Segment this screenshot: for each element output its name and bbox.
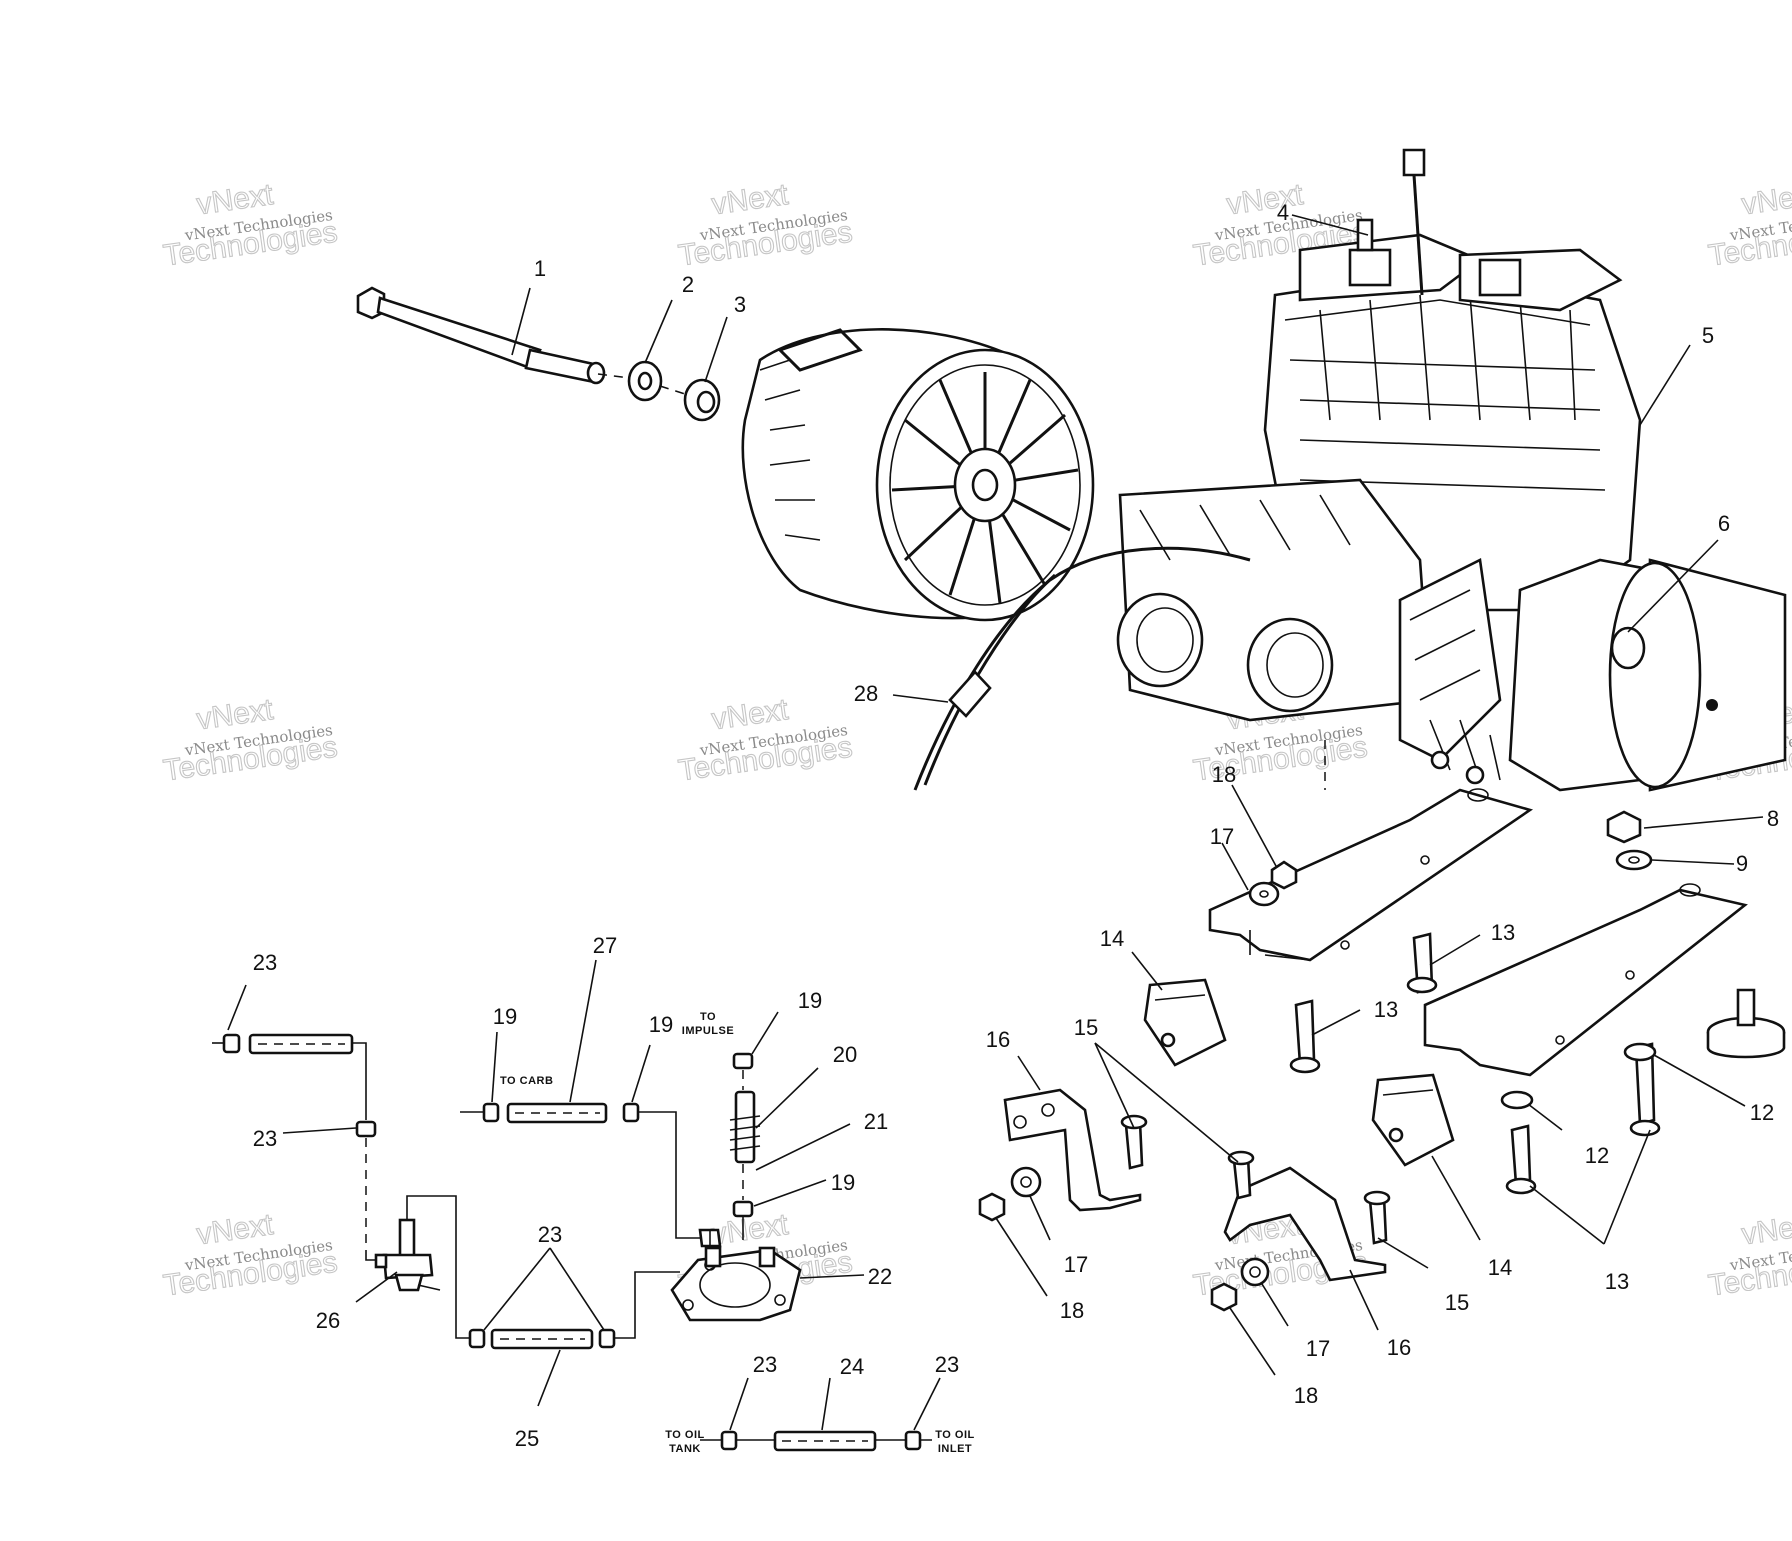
fuel-valve — [374, 1218, 441, 1292]
callout-17: 17 — [1306, 1336, 1330, 1361]
mount-bracket — [1003, 1088, 1142, 1212]
callout-14: 14 — [1488, 1255, 1512, 1280]
note-to-impulse-line2: IMPULSE — [682, 1025, 734, 1037]
bracket-nut — [1210, 1282, 1238, 1312]
callout-19: 19 — [798, 988, 822, 1013]
callout-2: 2 — [682, 272, 694, 297]
throttle-cable — [913, 546, 1251, 791]
callout-8: 8 — [1767, 806, 1779, 831]
callout-24: 24 — [840, 1354, 864, 1379]
callout-1: 1 — [534, 256, 546, 281]
drive-clutch — [741, 328, 1095, 622]
callout-21: 21 — [864, 1109, 888, 1134]
axis-line — [597, 373, 631, 379]
callout-17: 17 — [1210, 824, 1234, 849]
callout-27: 27 — [593, 933, 617, 958]
bracket-bolt — [1120, 1114, 1148, 1170]
callout-3: 3 — [734, 292, 746, 317]
bracket-washer — [1010, 1166, 1042, 1198]
callout-13: 13 — [1374, 997, 1398, 1022]
watermark: vNext vNext Technologies Technologies — [161, 692, 340, 788]
watermark: vNext vNext Technologies Technologies — [161, 177, 340, 273]
note-to-impulse-line1: TO — [700, 1011, 716, 1023]
hose-system — [212, 1033, 932, 1452]
callouts: 1 2 3 4 5 6 28 18 17 8 9 14 13 13 16 15 … — [253, 200, 1779, 1451]
callout-23: 23 — [253, 950, 277, 975]
callout-4: 4 — [1277, 200, 1289, 225]
note-to-oil-inlet-line1: TO OIL — [935, 1429, 974, 1441]
mount-washer — [1500, 1090, 1534, 1110]
fuel-pump — [670, 1246, 802, 1322]
mount-washer-small — [1248, 881, 1280, 907]
rubber-mount-right — [1706, 988, 1786, 1059]
callout-18: 18 — [1212, 762, 1236, 787]
callout-12: 12 — [1585, 1143, 1609, 1168]
callout-20: 20 — [833, 1042, 857, 1067]
watermark: vNext vNext Technologies Technologies — [676, 177, 855, 273]
clutch-washer — [627, 360, 663, 402]
flow-notes: TO CARB TO IMPULSE TO OIL TANK TO OIL IN… — [500, 1011, 974, 1455]
note-to-carb: TO CARB — [500, 1075, 553, 1087]
callout-18: 18 — [1294, 1383, 1318, 1408]
mount-bracket — [1223, 1166, 1387, 1282]
callout-19: 19 — [831, 1170, 855, 1195]
rubber-damper — [1143, 978, 1227, 1067]
callout-17: 17 — [1064, 1252, 1088, 1277]
mount-nut — [1606, 810, 1642, 844]
callout-23: 23 — [538, 1222, 562, 1247]
callout-25: 25 — [515, 1426, 539, 1451]
note-to-oil-tank-line1: TO OIL — [665, 1429, 704, 1441]
mount-washer — [1623, 1042, 1657, 1062]
svg-text:vNext: vNext — [1740, 178, 1792, 221]
callout-16: 16 — [1387, 1335, 1411, 1360]
callout-23: 23 — [753, 1352, 777, 1377]
watermark: vNext vNext Technologies Technologies — [676, 692, 855, 788]
mount-bolt — [1406, 932, 1438, 994]
watermark: vNext vNext Technologies Technologies — [1706, 177, 1792, 273]
callout-28: 28 — [854, 681, 878, 706]
mag-cover-dot — [1706, 699, 1718, 711]
mount-bolt — [1505, 1124, 1537, 1195]
bracket-bolt — [1227, 1150, 1255, 1200]
bracket-washer — [1240, 1257, 1270, 1287]
axis-line — [659, 385, 686, 395]
callout-23: 23 — [935, 1352, 959, 1377]
leader-lines — [227, 214, 1764, 1431]
mount-washer — [1615, 849, 1653, 871]
mount-bolt — [1289, 999, 1321, 1074]
callout-16: 16 — [986, 1027, 1010, 1052]
callout-14: 14 — [1100, 926, 1124, 951]
clutch-bolt — [356, 286, 606, 385]
callout-13: 13 — [1491, 920, 1515, 945]
engine-mount-plate-front — [1208, 740, 1534, 962]
clutch-spacer — [683, 378, 721, 422]
callout-5: 5 — [1702, 323, 1714, 348]
watermark: vNext vNext Technologies Technologies — [1706, 1207, 1792, 1303]
mount-nut-small — [1270, 860, 1298, 890]
callout-18: 18 — [1060, 1298, 1084, 1323]
callout-19: 19 — [649, 1012, 673, 1037]
callout-15: 15 — [1074, 1015, 1098, 1040]
watermark: vNext vNext Technologies Technologies — [161, 1207, 340, 1303]
callout-19: 19 — [493, 1004, 517, 1029]
callout-26: 26 — [316, 1308, 340, 1333]
bracket-nut — [978, 1192, 1006, 1222]
note-to-oil-inlet-line2: INLET — [938, 1443, 972, 1455]
callout-23: 23 — [253, 1126, 277, 1151]
note-to-oil-tank-line2: TANK — [669, 1443, 701, 1455]
engine-mount-plate-rear — [1423, 883, 1748, 1077]
callout-12: 12 — [1750, 1100, 1774, 1125]
callout-9: 9 — [1736, 851, 1748, 876]
engine-assembly — [1116, 148, 1787, 792]
callout-13: 13 — [1605, 1269, 1629, 1294]
svg-text:vNext: vNext — [1740, 1208, 1792, 1251]
callout-22: 22 — [868, 1264, 892, 1289]
callout-15: 15 — [1445, 1290, 1469, 1315]
callout-6: 6 — [1718, 511, 1730, 536]
rubber-damper — [1371, 1073, 1455, 1167]
bracket-bolt — [1363, 1190, 1391, 1245]
